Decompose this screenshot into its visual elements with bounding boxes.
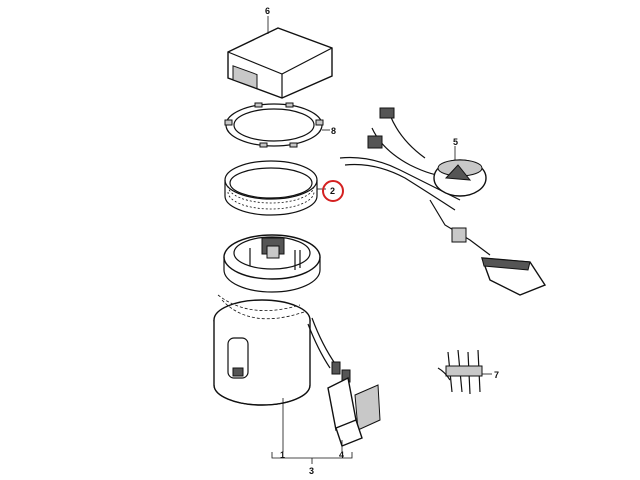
- part-seal-ring: [224, 160, 326, 216]
- callout-1: 1: [280, 450, 285, 460]
- part-control-module: [227, 16, 333, 99]
- callout-7: 7: [494, 370, 499, 380]
- callout-8: 8: [331, 126, 336, 136]
- callout-4: 4: [339, 450, 344, 460]
- part-clip: [437, 349, 492, 395]
- part-locking-ring: [224, 102, 330, 148]
- part-pump-assembly: [213, 234, 351, 452]
- callout-5: 5: [453, 137, 458, 147]
- part-sensor-bracket: [327, 376, 381, 452]
- part-level-sender: [339, 107, 547, 296]
- highlight-circle: [322, 180, 344, 202]
- callout-2: 2: [330, 186, 335, 196]
- callout-3: 3: [309, 466, 314, 476]
- callout-6: 6: [265, 6, 270, 16]
